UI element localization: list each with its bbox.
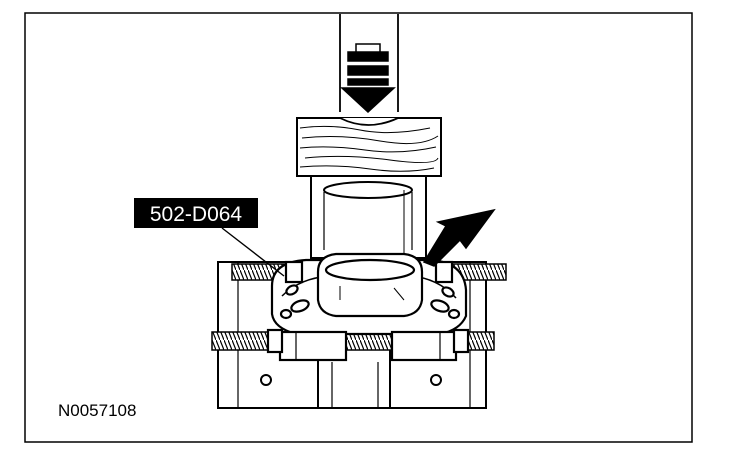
tool-label: 502-D064 [134, 198, 258, 228]
bearing-ring [316, 252, 424, 318]
press-ram [339, 14, 399, 112]
figure-id: N0057108 [58, 401, 136, 420]
cylinder-part [310, 175, 427, 259]
tool-label-leader [221, 227, 285, 277]
tool-label-text: 502-D064 [150, 203, 243, 226]
callout-arrow-icon [422, 208, 496, 267]
press-arrow-icon [340, 43, 396, 114]
wood-block [296, 117, 442, 177]
figure-border [24, 12, 693, 443]
